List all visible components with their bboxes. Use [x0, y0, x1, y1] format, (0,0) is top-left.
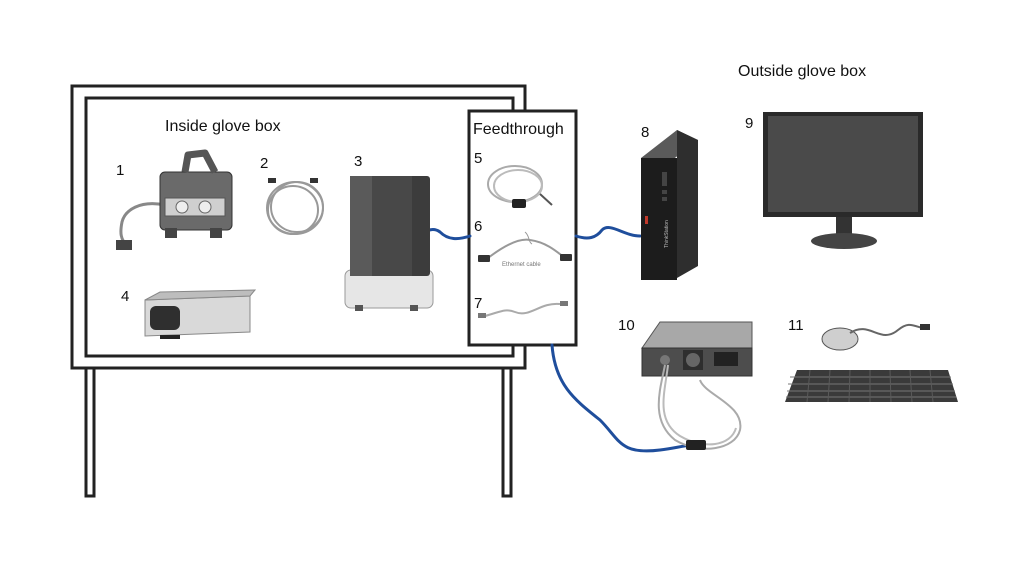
feedthrough-box: [467, 109, 578, 347]
cable-feedthrough-to-psu: [550, 343, 694, 453]
glove-box-frame: [70, 84, 527, 498]
outside-glove-box-label: Outside glove box: [738, 63, 867, 80]
inside-glove-box-label: Inside glove box: [165, 118, 281, 135]
item-number-2: 2: [260, 155, 269, 172]
keyboard-mouse-icon: [785, 323, 958, 403]
ethernet-cable-caption: Ethernet cable: [502, 262, 541, 268]
monitor-icon: [763, 112, 923, 249]
pc-brand-label: ThinkStation: [664, 220, 670, 248]
power-cable-icon: [487, 165, 553, 208]
sem-instrument-icon: [344, 176, 434, 311]
ethernet-cable-icon: [478, 231, 572, 262]
pc-tower-icon: [641, 130, 698, 280]
item-number-3: 3: [354, 153, 363, 170]
item-number-11: 11: [788, 317, 804, 334]
usb-cable-icon: [478, 301, 568, 318]
ion-pump-icon: [116, 149, 233, 250]
item-number-8: 8: [641, 124, 650, 141]
power-supply-icon: [641, 321, 753, 450]
item-number-7: 7: [474, 295, 483, 312]
item-number-6: 6: [474, 218, 483, 235]
item-number-1: 1: [116, 162, 125, 179]
cable-feedthrough-to-pc: [574, 226, 642, 240]
feedthrough-label: Feedthrough: [473, 121, 564, 138]
item-number-4: 4: [121, 288, 130, 305]
item-number-10: 10: [618, 317, 635, 334]
item-number-9: 9: [745, 115, 754, 132]
sample-loader-icon: [144, 289, 257, 339]
item-number-5: 5: [474, 150, 483, 167]
coiled-cable-icon: [266, 178, 324, 235]
